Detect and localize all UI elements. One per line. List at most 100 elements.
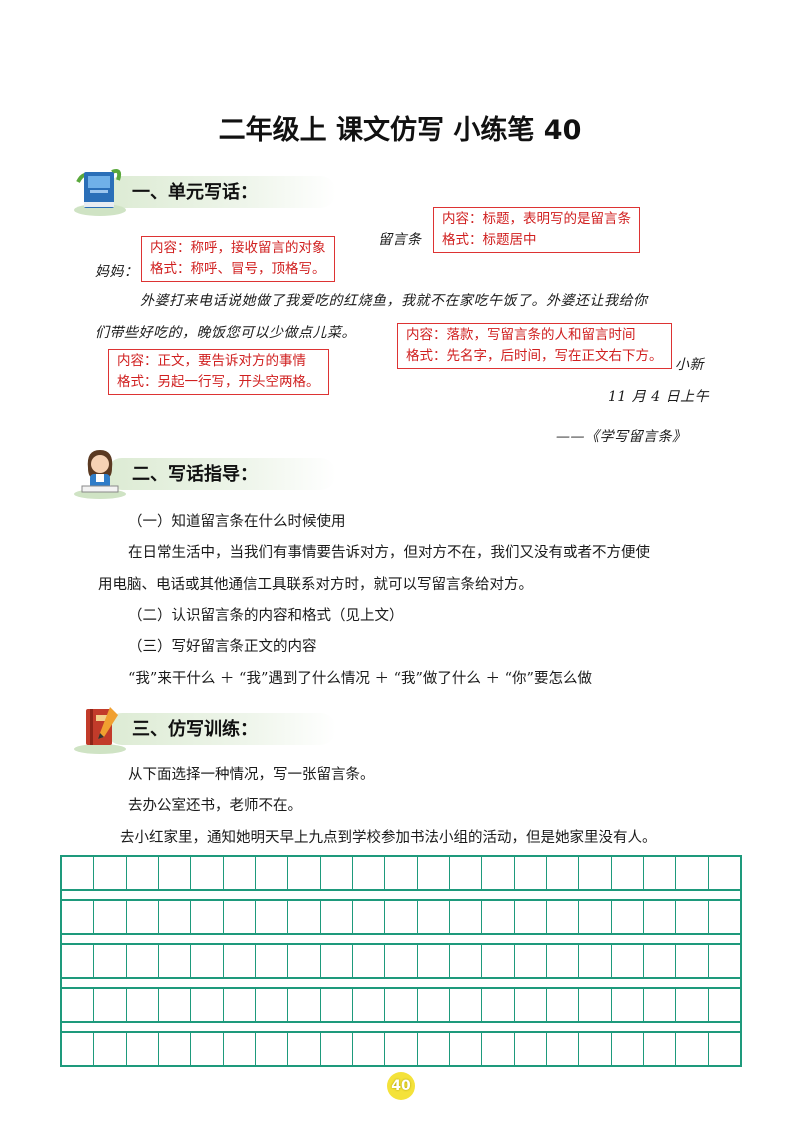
grid-cell[interactable] xyxy=(224,945,256,977)
grid-cell[interactable] xyxy=(579,857,612,889)
grid-cell[interactable] xyxy=(191,901,224,933)
grid-cell[interactable] xyxy=(482,857,515,889)
grid-cell[interactable] xyxy=(159,1033,192,1065)
grid-cell[interactable] xyxy=(709,901,740,933)
grid-cell[interactable] xyxy=(62,1033,95,1065)
grid-cell[interactable] xyxy=(450,857,483,889)
grid-cell[interactable] xyxy=(94,989,127,1021)
grid-cell[interactable] xyxy=(418,857,450,889)
grid-cell[interactable] xyxy=(515,1033,547,1065)
grid-cell[interactable] xyxy=(191,945,224,977)
grid-cell[interactable] xyxy=(676,1033,709,1065)
grid-cell[interactable] xyxy=(547,857,580,889)
grid-cell[interactable] xyxy=(288,989,321,1021)
grid-cell[interactable] xyxy=(418,945,450,977)
grid-cell[interactable] xyxy=(515,857,547,889)
grid-cell[interactable] xyxy=(94,857,127,889)
grid-cell[interactable] xyxy=(288,945,321,977)
grid-cell[interactable] xyxy=(612,857,644,889)
grid-cell[interactable] xyxy=(62,945,95,977)
grid-cell[interactable] xyxy=(94,1033,127,1065)
grid-cell[interactable] xyxy=(321,901,353,933)
grid-cell[interactable] xyxy=(127,857,159,889)
grid-cell[interactable] xyxy=(321,945,353,977)
grid-cell[interactable] xyxy=(579,989,612,1021)
grid-cell[interactable] xyxy=(482,1033,515,1065)
grid-cell[interactable] xyxy=(353,1033,386,1065)
grid-cell[interactable] xyxy=(94,945,127,977)
grid-cell[interactable] xyxy=(159,989,192,1021)
grid-cell[interactable] xyxy=(450,945,483,977)
grid-cell[interactable] xyxy=(385,857,418,889)
grid-cell[interactable] xyxy=(321,1033,353,1065)
grid-cell[interactable] xyxy=(191,989,224,1021)
grid-cell[interactable] xyxy=(644,989,677,1021)
grid-cell[interactable] xyxy=(482,945,515,977)
grid-cell[interactable] xyxy=(353,857,386,889)
grid-cell[interactable] xyxy=(482,989,515,1021)
grid-cell[interactable] xyxy=(579,901,612,933)
grid-cell[interactable] xyxy=(256,1033,289,1065)
grid-cell[interactable] xyxy=(579,1033,612,1065)
grid-cell[interactable] xyxy=(676,989,709,1021)
grid-cell[interactable] xyxy=(224,1033,256,1065)
grid-cell[interactable] xyxy=(159,857,192,889)
grid-cell[interactable] xyxy=(159,945,192,977)
grid-cell[interactable] xyxy=(450,1033,483,1065)
grid-cell[interactable] xyxy=(224,989,256,1021)
grid-cell[interactable] xyxy=(612,901,644,933)
grid-cell[interactable] xyxy=(256,989,289,1021)
grid-cell[interactable] xyxy=(127,945,159,977)
grid-cell[interactable] xyxy=(644,901,677,933)
grid-cell[interactable] xyxy=(482,901,515,933)
grid-cell[interactable] xyxy=(547,945,580,977)
grid-cell[interactable] xyxy=(644,857,677,889)
grid-cell[interactable] xyxy=(709,857,740,889)
grid-cell[interactable] xyxy=(224,901,256,933)
grid-cell[interactable] xyxy=(515,901,547,933)
grid-cell[interactable] xyxy=(256,857,289,889)
grid-cell[interactable] xyxy=(159,901,192,933)
grid-cell[interactable] xyxy=(62,857,95,889)
grid-cell[interactable] xyxy=(450,901,483,933)
grid-cell[interactable] xyxy=(612,1033,644,1065)
grid-cell[interactable] xyxy=(418,1033,450,1065)
grid-cell[interactable] xyxy=(385,989,418,1021)
grid-cell[interactable] xyxy=(450,989,483,1021)
grid-cell[interactable] xyxy=(288,901,321,933)
grid-cell[interactable] xyxy=(385,945,418,977)
grid-cell[interactable] xyxy=(515,945,547,977)
grid-cell[interactable] xyxy=(191,857,224,889)
grid-cell[interactable] xyxy=(676,901,709,933)
grid-cell[interactable] xyxy=(547,989,580,1021)
grid-cell[interactable] xyxy=(644,1033,677,1065)
grid-cell[interactable] xyxy=(62,901,95,933)
grid-cell[interactable] xyxy=(612,945,644,977)
grid-cell[interactable] xyxy=(94,901,127,933)
grid-cell[interactable] xyxy=(191,1033,224,1065)
grid-cell[interactable] xyxy=(321,857,353,889)
grid-cell[interactable] xyxy=(288,1033,321,1065)
grid-cell[interactable] xyxy=(353,989,386,1021)
grid-cell[interactable] xyxy=(579,945,612,977)
grid-cell[interactable] xyxy=(62,989,95,1021)
grid-cell[interactable] xyxy=(644,945,677,977)
grid-cell[interactable] xyxy=(709,945,740,977)
grid-cell[interactable] xyxy=(676,857,709,889)
grid-cell[interactable] xyxy=(288,857,321,889)
grid-cell[interactable] xyxy=(127,989,159,1021)
grid-cell[interactable] xyxy=(256,901,289,933)
grid-cell[interactable] xyxy=(418,901,450,933)
grid-cell[interactable] xyxy=(224,857,256,889)
grid-cell[interactable] xyxy=(676,945,709,977)
grid-cell[interactable] xyxy=(418,989,450,1021)
grid-cell[interactable] xyxy=(709,1033,740,1065)
grid-cell[interactable] xyxy=(256,945,289,977)
grid-cell[interactable] xyxy=(321,989,353,1021)
grid-cell[interactable] xyxy=(385,1033,418,1065)
grid-cell[interactable] xyxy=(612,989,644,1021)
grid-cell[interactable] xyxy=(353,945,386,977)
grid-cell[interactable] xyxy=(353,901,386,933)
grid-cell[interactable] xyxy=(127,901,159,933)
writing-grid[interactable] xyxy=(60,855,742,1067)
